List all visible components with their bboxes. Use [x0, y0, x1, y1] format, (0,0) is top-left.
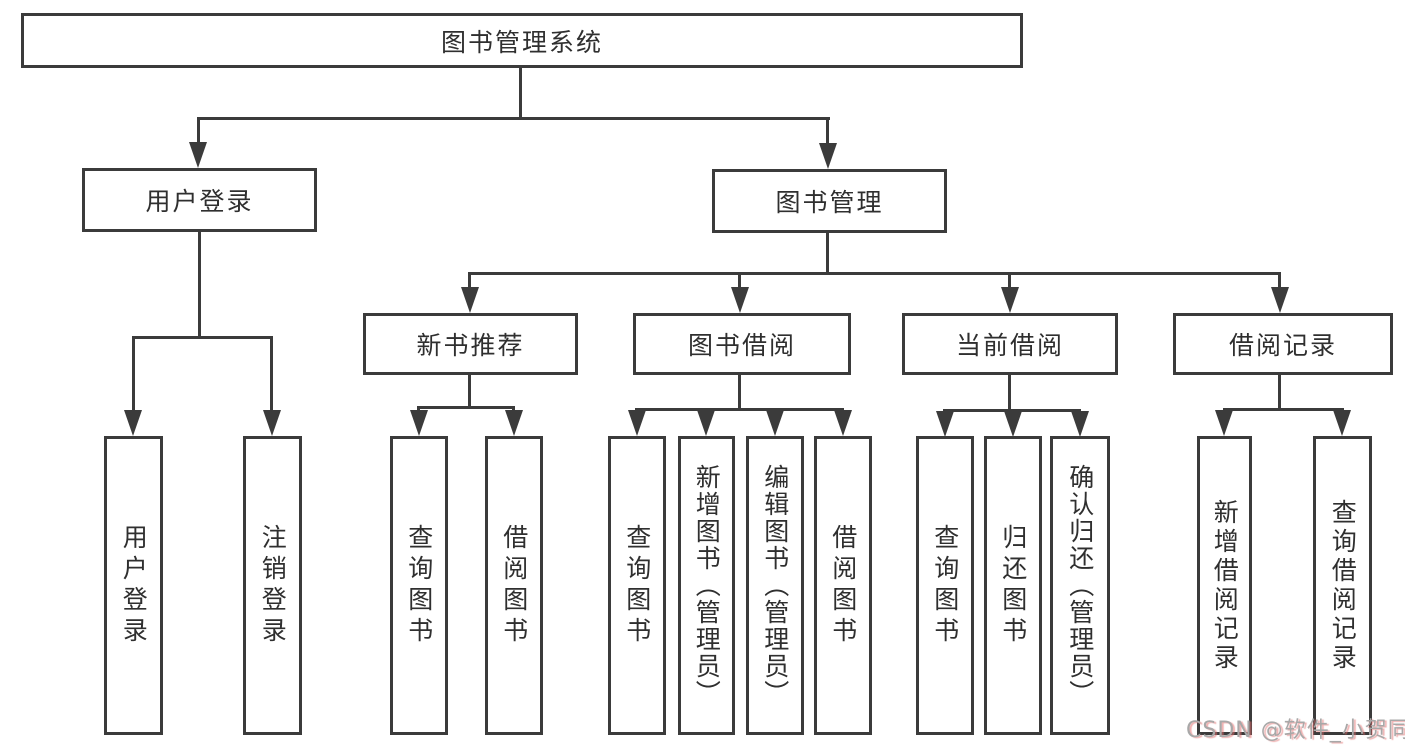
connector-userlogin-drop-right [270, 336, 273, 412]
arrow-to-logout-icon [263, 410, 281, 436]
node-br-query-record-label: 查询借阅记录 [1328, 498, 1358, 673]
arrow-to-book-borrow-icon [731, 287, 749, 313]
node-cb-return-book: 归还图书 [984, 436, 1042, 735]
connector-userlogin-drop-left [132, 336, 135, 412]
node-cb-query-book: 查询图书 [916, 436, 974, 735]
node-logout: 注销登录 [243, 436, 302, 735]
connector-bookmgmt-drop-1 [468, 272, 471, 288]
arrow-to-book-management-icon [819, 143, 837, 169]
node-new-book-recommend: 新书推荐 [363, 313, 578, 375]
node-bb-add-book-label: 新增图书（管理员） [692, 464, 722, 707]
node-br-add-record-label: 新增借阅记录 [1210, 498, 1240, 673]
node-rec-query-book: 查询图书 [390, 436, 448, 735]
node-book-management: 图书管理 [712, 169, 947, 233]
connector-root-stem [519, 68, 522, 120]
arrow-to-bb-borrow-icon [834, 410, 852, 436]
node-cb-return-book-label: 归还图书 [998, 523, 1028, 648]
arrow-to-br-query-icon [1333, 410, 1351, 436]
node-bb-borrow-book: 借阅图书 [814, 436, 872, 735]
connector-userlogin-stem [198, 232, 201, 336]
connector-newrec-drop-right [512, 406, 515, 412]
node-br-add-record: 新增借阅记录 [1197, 436, 1252, 735]
node-rec-query-book-label: 查询图书 [404, 523, 434, 648]
arrow-to-bb-edit-icon [766, 410, 784, 436]
node-book-borrow-label: 图书借阅 [687, 331, 796, 360]
arrow-to-br-add-icon [1215, 410, 1233, 436]
connector-userlogin-bar [132, 336, 273, 339]
node-bb-query-book-label: 查询图书 [622, 523, 652, 648]
node-br-query-record: 查询借阅记录 [1313, 436, 1372, 735]
node-login-label: 用户登录 [119, 523, 149, 648]
connector-br-bar [1223, 408, 1344, 411]
node-root: 图书管理系统 [21, 13, 1023, 68]
node-bb-query-book: 查询图书 [608, 436, 666, 735]
node-bb-edit-book-label: 编辑图书（管理员） [760, 464, 790, 707]
node-user-login: 用户登录 [82, 168, 317, 232]
csdn-watermark: CSDN @软件_小贺同学 [1186, 718, 1405, 743]
arrow-to-bb-add-icon [697, 410, 715, 436]
node-bb-add-book: 新增图书（管理员） [678, 436, 735, 735]
connector-newrec-drop-left [417, 406, 420, 412]
connector-newrec-stem [468, 375, 471, 406]
connector-cb-bar [943, 409, 1081, 412]
connector-newrec-bar [417, 406, 515, 409]
arrow-to-borrow-record-icon [1271, 287, 1289, 313]
connector-root-bar [198, 117, 830, 120]
node-book-management-label: 图书管理 [775, 188, 884, 217]
arrow-to-cb-query-icon [936, 411, 954, 437]
arrow-to-rec-borrow-icon [505, 410, 523, 436]
node-bb-edit-book: 编辑图书（管理员） [746, 436, 804, 735]
connector-bb-stem [738, 375, 741, 408]
arrow-to-bb-query-icon [628, 410, 646, 436]
connector-br-stem [1278, 375, 1281, 408]
node-current-borrow: 当前借阅 [902, 313, 1118, 375]
arrow-to-current-borrow-icon [1001, 287, 1019, 313]
connector-bookmgmt-drop-3 [1008, 272, 1011, 288]
arrow-to-user-login-icon [189, 142, 207, 168]
node-bb-borrow-book-label: 借阅图书 [828, 523, 858, 648]
connector-cb-stem [1008, 375, 1011, 409]
connector-bookmgmt-stem [826, 233, 829, 272]
connector-root-drop-left [197, 117, 200, 145]
node-borrow-record: 借阅记录 [1173, 313, 1393, 375]
node-login: 用户登录 [104, 436, 163, 735]
arrow-to-cb-confirm-icon [1071, 411, 1089, 437]
connector-bookmgmt-drop-4 [1278, 272, 1281, 288]
node-logout-label: 注销登录 [258, 523, 288, 648]
node-new-book-recommend-label: 新书推荐 [416, 331, 525, 360]
connector-bookmgmt-bar [468, 272, 1281, 275]
connector-bookmgmt-drop-2 [738, 272, 741, 288]
connector-root-drop-right [826, 117, 829, 145]
node-current-borrow-label: 当前借阅 [955, 331, 1064, 360]
connector-bb-bar [635, 408, 844, 411]
arrow-to-login-icon [124, 410, 142, 436]
node-book-borrow: 图书借阅 [633, 313, 851, 375]
node-cb-query-book-label: 查询图书 [930, 523, 960, 648]
arrow-to-new-book-recommend-icon [461, 287, 479, 313]
node-rec-borrow-book: 借阅图书 [485, 436, 543, 735]
node-cb-confirm-return: 确认归还（管理员） [1050, 436, 1110, 735]
arrow-to-rec-query-icon [410, 410, 428, 436]
node-cb-confirm-return-label: 确认归还（管理员） [1065, 464, 1095, 707]
node-root-label: 图书管理系统 [440, 27, 603, 57]
node-borrow-record-label: 借阅记录 [1228, 331, 1337, 360]
arrow-to-cb-return-icon [1004, 411, 1022, 437]
node-rec-borrow-book-label: 借阅图书 [499, 523, 529, 648]
node-user-login-label: 用户登录 [145, 187, 254, 216]
